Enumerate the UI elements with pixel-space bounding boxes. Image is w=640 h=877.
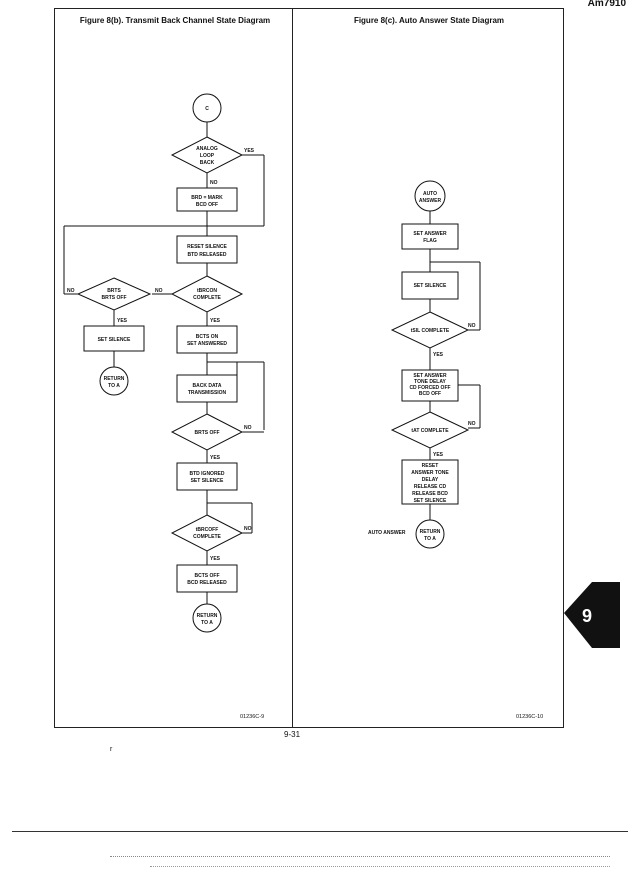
return-to-a-c xyxy=(415,519,445,549)
no-label-tbrcoff: NO xyxy=(244,526,252,532)
yes-label-tbrcoff: YES xyxy=(210,556,221,562)
page-reference: Am7910 xyxy=(587,0,626,9)
scan-noise-2 xyxy=(150,866,610,868)
ss-label: SET SILENCE xyxy=(414,283,447,289)
section-tab-number: 9 xyxy=(582,606,592,626)
scan-noise xyxy=(110,856,610,858)
bdt-label-1: BACK DATA xyxy=(193,383,222,389)
figure-b-title: Figure 8(b). Transmit Back Channel State… xyxy=(79,16,271,25)
rat-label-5: RELEASE BCD xyxy=(412,491,448,497)
figure-c-code: 01236C-10 xyxy=(516,714,544,720)
rat-label-6: SET SILENCE xyxy=(414,498,447,504)
bcts-off-label-2: BCD RELEASED xyxy=(187,580,227,586)
btd-label-2: SET SILENCE xyxy=(191,478,224,484)
no-label-analog: NO xyxy=(210,180,218,186)
tbrcoff-label-2: COMPLETE xyxy=(193,534,221,540)
yes-label-brtsoff: YES xyxy=(210,455,221,461)
return-label-2: TO A xyxy=(108,383,120,389)
yes-label-brts: YES xyxy=(117,318,128,324)
tbrcon-label-1: tBRCON xyxy=(197,288,217,294)
btd-label-1: BTD IGNORED xyxy=(190,471,225,477)
stray-mark: r xyxy=(110,746,113,753)
rat-label-2: ANSWER TONE xyxy=(411,470,449,476)
brd-label-1: BRD = MARK xyxy=(191,195,223,201)
saf-label-2: FLAG xyxy=(423,238,437,244)
page-number: 9-31 xyxy=(284,730,301,739)
yes-label-tbrcon: YES xyxy=(210,318,221,324)
saf-label-1: SET ANSWER xyxy=(413,231,447,237)
c-return-label-2: TO A xyxy=(424,536,436,542)
tbrcon-label-2: COMPLETE xyxy=(193,295,221,301)
auto-answer-side-label: AUTO ANSWER xyxy=(368,530,406,536)
figure-divider xyxy=(292,8,293,728)
return-label-1: RETURN xyxy=(104,376,125,382)
bcts-off-label-1: BCTS OFF xyxy=(195,573,220,579)
section-tab: 9 xyxy=(564,582,620,648)
satd-label-3: CD FORCED OFF xyxy=(409,385,450,391)
no-label-tbrcon: NO xyxy=(155,288,163,294)
tbrcoff-label-1: tBRCOFF xyxy=(196,527,219,533)
return-to-a-left xyxy=(99,366,129,396)
yes-label-analog: YES xyxy=(244,148,255,154)
brts-label-1: BRTS xyxy=(107,288,121,294)
auto-label-2: ANSWER xyxy=(419,198,442,204)
return-label-3: RETURN xyxy=(197,613,218,619)
analog-label-2: LOOP xyxy=(200,153,215,159)
bdt-label-2: TRANSMISSION xyxy=(188,390,227,396)
bcts-label-2: SET ANSWERED xyxy=(187,341,227,347)
tat-label: tAT COMPLETE xyxy=(411,428,449,434)
satd-label-4: BCD OFF xyxy=(419,391,441,397)
tbrcon-complete-decision xyxy=(170,275,244,313)
analog-label-3: BACK xyxy=(200,160,215,166)
return-to-a-bottom xyxy=(192,603,222,633)
reset-label-2: BTD RELEASED xyxy=(188,252,227,258)
brts-off-decision xyxy=(76,277,152,311)
no-label-tat: NO xyxy=(468,421,476,427)
no-label-brtsoff: NO xyxy=(244,425,252,431)
return-label-4: TO A xyxy=(201,620,213,626)
tsil-label: tSIL COMPLETE xyxy=(411,328,450,334)
yes-label-tat: YES xyxy=(433,452,444,458)
figure-b-code: 01236C-9 xyxy=(240,714,265,720)
c-return-label-1: RETURN xyxy=(420,529,441,535)
satd-label-2: TONE DELAY xyxy=(414,379,446,385)
no-label-brts: NO xyxy=(67,288,75,294)
yes-label-tsil: YES xyxy=(433,352,444,358)
rat-label-4: RELEASE CD xyxy=(414,484,447,490)
auto-label-1: AUTO xyxy=(423,191,437,197)
tbrcoff-complete-decision xyxy=(170,514,244,552)
figure-frame xyxy=(54,8,564,728)
set-silence-label: SET SILENCE xyxy=(98,337,131,343)
no-label-tsil: NO xyxy=(468,323,476,329)
analog-label-1: ANALOG xyxy=(196,146,218,152)
bcts-label-1: BCTS ON xyxy=(196,334,219,340)
satd-label-1: SET ANSWER xyxy=(413,373,447,379)
rat-label-1: RESET xyxy=(422,463,439,469)
brts-off-label: BRTS OFF xyxy=(195,430,220,436)
figure-c-title: Figure 8(c). Auto Answer State Diagram xyxy=(353,16,505,25)
brd-label-2: BCD OFF xyxy=(196,202,218,208)
start-c-label: C xyxy=(205,106,209,112)
reset-label-1: RESET SILENCE xyxy=(187,244,227,250)
rat-label-3: DELAY xyxy=(422,477,439,483)
brts-label-2: BRTS OFF xyxy=(102,295,127,301)
bottom-rule xyxy=(12,831,628,832)
